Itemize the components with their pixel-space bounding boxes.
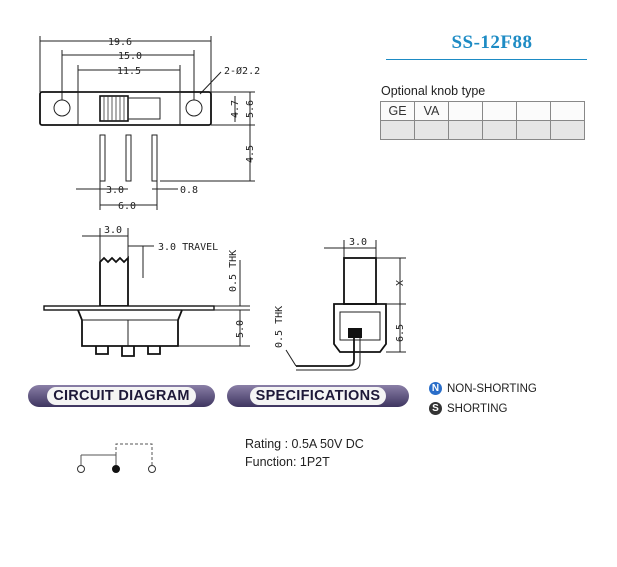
knob-cell (380, 120, 415, 140)
dim-label-outer: 5.6 (245, 100, 256, 118)
knob-cell (448, 120, 483, 140)
body-outline (77, 309, 183, 347)
shorting-icon: S (429, 402, 442, 415)
dim-label-pin-thk: 0.5 THK (274, 306, 285, 348)
terminal-common (112, 465, 120, 473)
knob-cell (516, 120, 551, 140)
legend-shorting: S SHORTING (429, 402, 508, 415)
end-inner (339, 311, 381, 341)
dim-label-holes: 2-Ø2.2 (224, 65, 260, 77)
dim-label-side-width: 3.0 (104, 225, 122, 236)
circuit-schematic (77, 443, 156, 473)
legend-shorting-label: SHORTING (447, 402, 508, 415)
dim-label-actuator-thk: 0.5 THK (228, 250, 239, 292)
end-contact (348, 328, 362, 338)
knob-type-table: GE VA (380, 101, 585, 140)
dim-label-body: 11.5 (117, 66, 141, 77)
circuit-diagram-label: CIRCUIT DIAGRAM (47, 387, 196, 405)
knob-cell (550, 120, 585, 140)
dim-label-travel: 3.0 TRAVEL (158, 242, 218, 253)
dim-label-overall: 19.6 (108, 37, 132, 48)
dim-label-pin-length: 4.5 (245, 145, 256, 163)
model-title: SS-12F88 (451, 32, 533, 53)
specifications-label: SPECIFICATIONS (249, 387, 387, 405)
pin-3 (151, 134, 158, 182)
title-underline (386, 59, 587, 60)
dim-label-pin-span: 6.0 (118, 201, 136, 212)
pin-lead-3 (147, 346, 161, 355)
non-shorting-icon: N (429, 382, 442, 395)
knob-cell (414, 120, 449, 140)
circuit-diagram-heading: CIRCUIT DIAGRAM (28, 385, 215, 407)
pin-lead-2 (121, 346, 135, 357)
mount-hole-right (185, 99, 203, 117)
terminal-open-left (77, 465, 85, 473)
dim-label-pin-pitch: 3.0 (106, 185, 124, 196)
knob-cell (482, 120, 517, 140)
spec-function: Function: 1P2T (245, 455, 330, 469)
end-view: 3.0 0.5 THK X 6.5 (274, 237, 406, 371)
legend-non-shorting: N NON-SHORTING (429, 382, 537, 395)
top-view: 19.6 15.0 11.5 2-Ø2.2 (39, 36, 260, 212)
leader-line (285, 349, 297, 367)
side-view: 3.0 3.0 TRAVEL 0.5 THK 5.0 (43, 225, 250, 357)
dim-label-end-height: 6.5 (395, 324, 406, 342)
dim-label-pin-width: 0.8 (180, 185, 198, 196)
knob-row-2 (380, 120, 585, 140)
specifications-heading: SPECIFICATIONS (227, 385, 409, 407)
pin-1 (99, 134, 106, 182)
mount-hole-left (53, 99, 71, 117)
spec-rating: Rating : 0.5A 50V DC (245, 437, 364, 451)
frame-plate (43, 305, 215, 311)
pin-lead-1 (95, 346, 109, 355)
shorting-path (115, 443, 153, 465)
end-lead (296, 338, 355, 367)
dim-label-body-height: 5.0 (235, 320, 246, 338)
dim-label-end-x: X (395, 280, 406, 286)
housing-outline (77, 91, 181, 126)
dim-label-end-width: 3.0 (349, 237, 367, 248)
dim-label-inner: 4.7 (230, 100, 241, 118)
knob-cell (482, 101, 517, 121)
slot (127, 97, 161, 120)
end-actuator (343, 257, 377, 305)
actuator (99, 255, 129, 307)
terminal-open-right (148, 465, 156, 473)
pin-2 (125, 134, 132, 182)
knob-table-title: Optional knob type (381, 84, 486, 98)
legend-non-shorting-label: NON-SHORTING (447, 382, 537, 395)
dim-label-hole-pitch: 15.0 (118, 51, 142, 62)
knob-cell (550, 101, 585, 121)
knob-cell: GE (380, 101, 415, 121)
leader-line (199, 71, 222, 95)
knob-cell (516, 101, 551, 121)
knob-cell (448, 101, 483, 121)
